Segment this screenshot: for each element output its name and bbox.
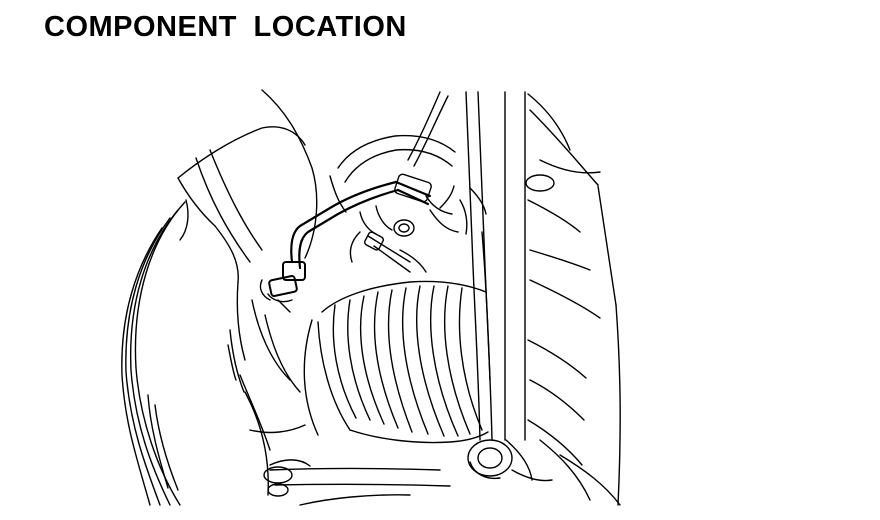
page-title: COMPONENT LOCATION [44, 11, 407, 43]
brake-rotor [122, 200, 188, 505]
lower-control-arm [526, 94, 620, 505]
upper-arm-loop [330, 92, 455, 212]
strut-lower-bolt [468, 440, 552, 481]
wheel-speed-sensor [260, 262, 305, 312]
cv-boot [304, 281, 488, 442]
steering-knuckle [178, 90, 317, 496]
hose-clip [350, 206, 426, 272]
hose-bracket [394, 173, 458, 232]
strut-assembly [460, 92, 525, 440]
tie-rod [270, 469, 450, 506]
brake-hose [291, 182, 430, 268]
